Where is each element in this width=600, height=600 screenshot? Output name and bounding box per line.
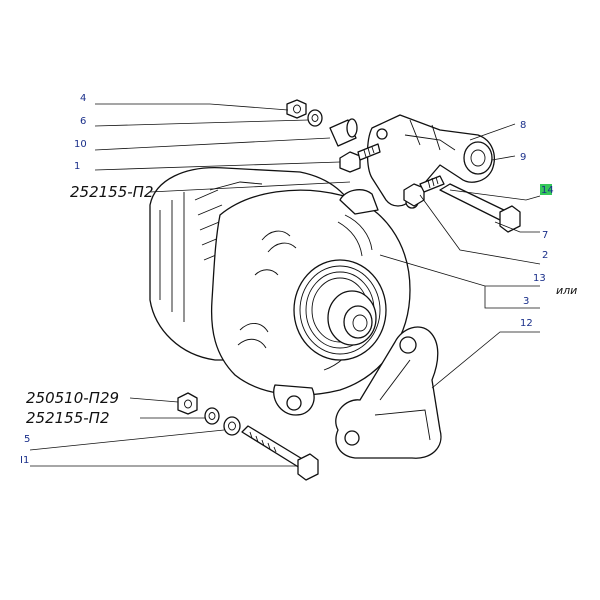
bolt-11 (241, 425, 319, 481)
label-9: 9 (520, 152, 526, 163)
label-1: 1 (74, 161, 80, 172)
code-nut: 250510-П29 (26, 389, 119, 407)
label-10: 10 (74, 139, 87, 150)
nut-bottom (177, 392, 198, 415)
nut-4 (286, 99, 307, 119)
label-6: 6 (80, 116, 86, 127)
label-5: 5 (24, 434, 30, 445)
label-7: 7 (542, 230, 548, 241)
highlight-14 (540, 184, 552, 195)
tension-bracket (366, 114, 495, 209)
washer-5 (223, 416, 241, 436)
alternator (149, 166, 411, 416)
bolt-2 (403, 175, 445, 207)
alt-word: или (556, 284, 577, 297)
leader-lines (29, 103, 541, 467)
code-top: 252155-П2 (70, 183, 154, 201)
label-11: I1 (20, 455, 29, 466)
label-3: 3 (523, 296, 529, 307)
mounting-bracket (335, 326, 442, 459)
spacer-10 (329, 118, 358, 147)
bolt-1 (339, 143, 381, 173)
label-12: 12 (520, 318, 533, 329)
label-14: 14 (541, 185, 554, 196)
code-washer: 252155-П2 (26, 409, 110, 427)
label-2: 2 (542, 250, 548, 261)
label-13: 13 (533, 273, 546, 284)
washer-6 (307, 109, 323, 127)
label-8: 8 (520, 120, 526, 131)
washer-bottom (204, 407, 220, 425)
label-4: 4 (80, 93, 86, 104)
bolt-7 (439, 183, 521, 233)
part-labels: 4 6 10 1 252155-П2 8 9 14 7 2 13 или 3 1… (20, 93, 577, 466)
